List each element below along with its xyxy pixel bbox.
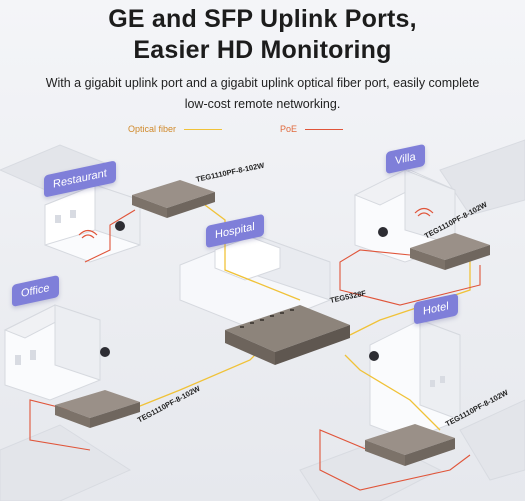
wifi-icon bbox=[78, 207, 434, 239]
villa-building bbox=[353, 169, 456, 263]
restaurant-switch bbox=[132, 180, 215, 218]
title-line-2: Easier HD Monitoring bbox=[133, 36, 392, 64]
core-switch bbox=[225, 305, 350, 365]
page-title: GE and SFP Uplink Ports, Easier HD Monit… bbox=[0, 4, 525, 66]
camera-icon bbox=[100, 221, 388, 361]
ground-blocks bbox=[0, 139, 525, 501]
legend-poe: PoE bbox=[280, 124, 344, 134]
poe-links bbox=[29, 209, 481, 491]
office-building bbox=[3, 304, 101, 401]
legend-poe-line bbox=[305, 128, 344, 130]
restaurant-building bbox=[44, 184, 141, 263]
page-subtitle: With a gigabit uplink port and a gigabit… bbox=[45, 76, 480, 111]
villa-switch bbox=[410, 233, 490, 270]
legend-fiber-line bbox=[184, 128, 223, 130]
legend-fiber: Optical fiber bbox=[128, 124, 223, 134]
hotel-switch bbox=[365, 424, 455, 466]
hotel-building bbox=[369, 319, 461, 441]
legend-poe-label: PoE bbox=[280, 124, 298, 134]
title-line-1: GE and SFP Uplink Ports, bbox=[108, 5, 417, 33]
legend-fiber-label: Optical fiber bbox=[128, 124, 177, 134]
office-switch bbox=[55, 390, 140, 428]
